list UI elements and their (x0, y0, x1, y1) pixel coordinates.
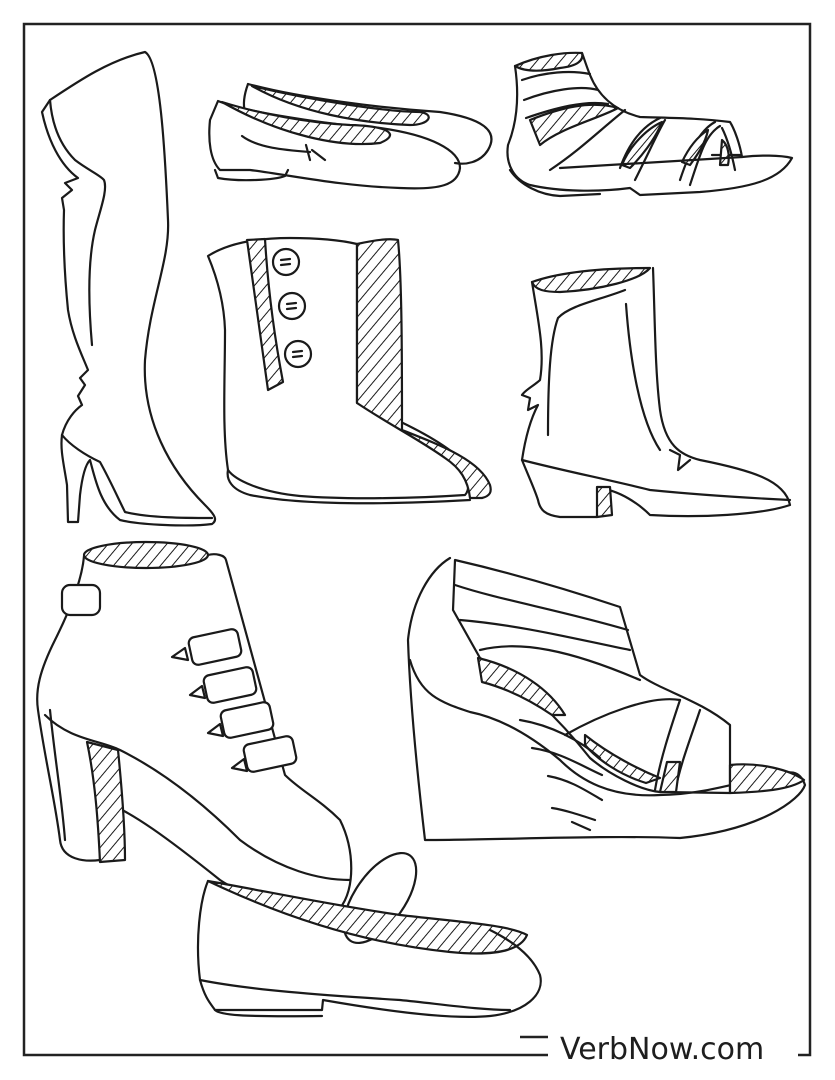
gladiator-sandal-drawing (506, 51, 794, 198)
cuban-heel-ankle-boot-drawing (520, 266, 792, 519)
thigh-high-heeled-boot-drawing (40, 50, 217, 527)
page-frame (22, 22, 812, 1057)
strappy-wedge-sandal-drawing (406, 556, 807, 842)
buckled-heeled-bootie-drawing (36, 540, 353, 910)
pair-of-ballet-flats-drawing (208, 82, 493, 190)
buckle-straps (170, 628, 298, 773)
buttoned-winter-boot-drawing (206, 236, 492, 505)
watermark-text: VerbNow.com (560, 1032, 765, 1067)
mary-jane-flat-drawing (196, 851, 542, 1019)
